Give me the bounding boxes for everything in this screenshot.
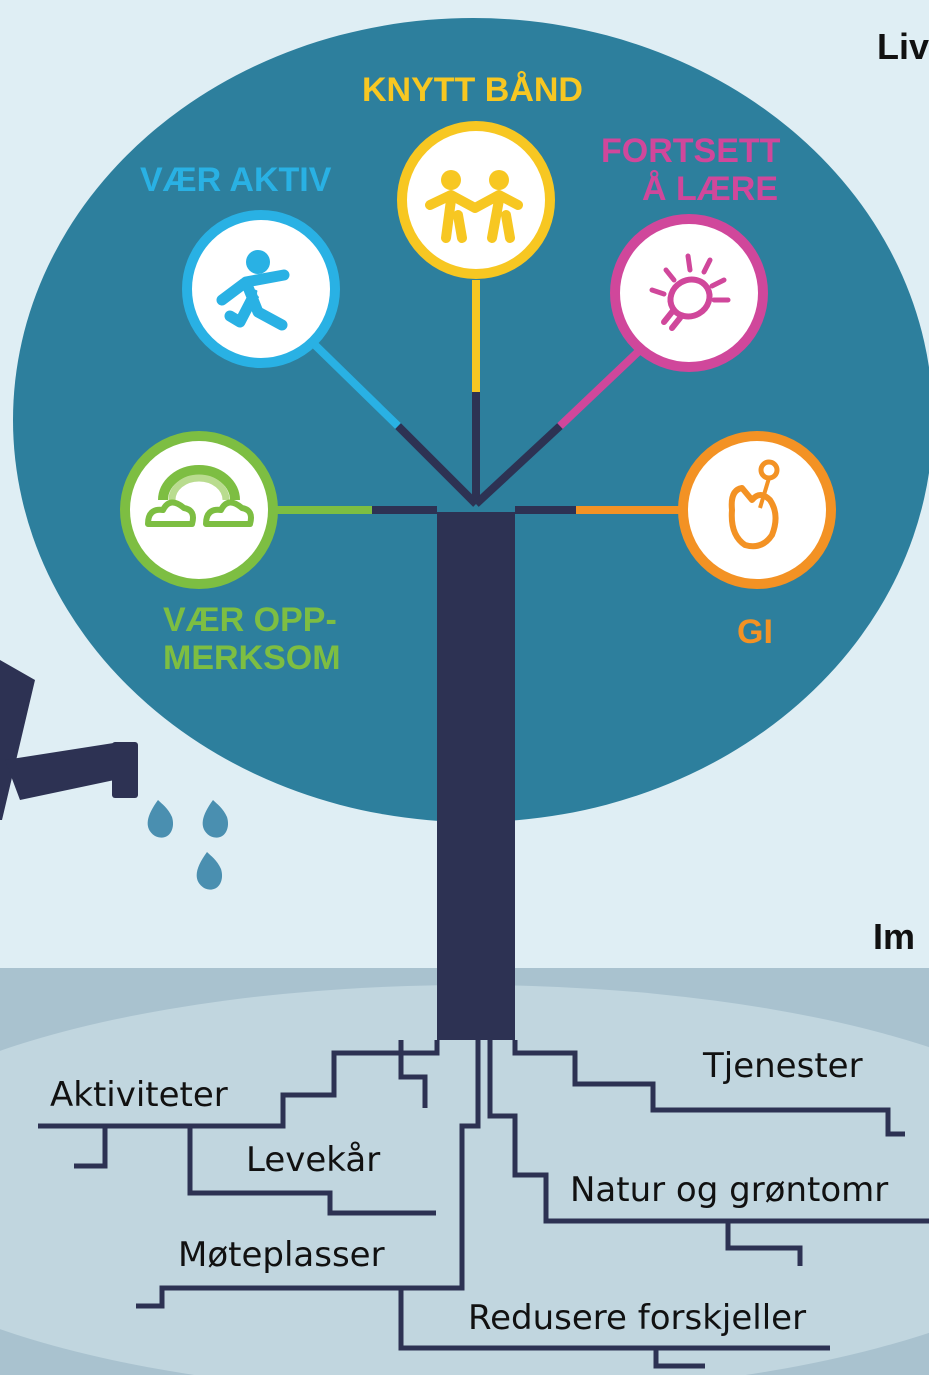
- lightbulb-icon: [610, 214, 768, 372]
- label-vaer-opp-line1: VÆR OPP-: [163, 601, 337, 639]
- right-title-middle: Im: [873, 916, 916, 957]
- label-fortsett-line2: Å LÆRE: [642, 170, 778, 208]
- watering-can-icon: [0, 660, 138, 820]
- holding-hands-icon: [397, 121, 555, 279]
- root-label-tjenester: Tjenester: [703, 1046, 863, 1086]
- root-label-moteplasser: Møteplasser: [178, 1235, 385, 1275]
- root-label-aktiviteter: Aktiviteter: [50, 1075, 228, 1115]
- running-person-icon: [182, 210, 340, 368]
- hand-with-flower-icon: [678, 431, 836, 589]
- root-label-forskjeller: Redusere forskjeller: [468, 1298, 807, 1338]
- rainbow-clouds-icon: [120, 431, 278, 589]
- label-vaer-opp-line2: MERKSOM: [163, 639, 341, 677]
- root-label-levekar: Levekår: [246, 1140, 381, 1180]
- label-knytt-band: KNYTT BÅND: [362, 71, 583, 109]
- tree-trunk: [437, 512, 515, 1040]
- right-title-top: Liv: [877, 26, 929, 67]
- label-gi: GI: [737, 613, 773, 651]
- branch-lines: [270, 280, 682, 514]
- root-lines: [38, 1040, 929, 1369]
- label-fortsett-line1: FORTSETT: [601, 132, 781, 170]
- label-vaer-aktiv: VÆR AKTIV: [140, 161, 332, 199]
- root-label-natur: Natur og grøntomr: [570, 1170, 889, 1210]
- water-drops: [147, 800, 229, 890]
